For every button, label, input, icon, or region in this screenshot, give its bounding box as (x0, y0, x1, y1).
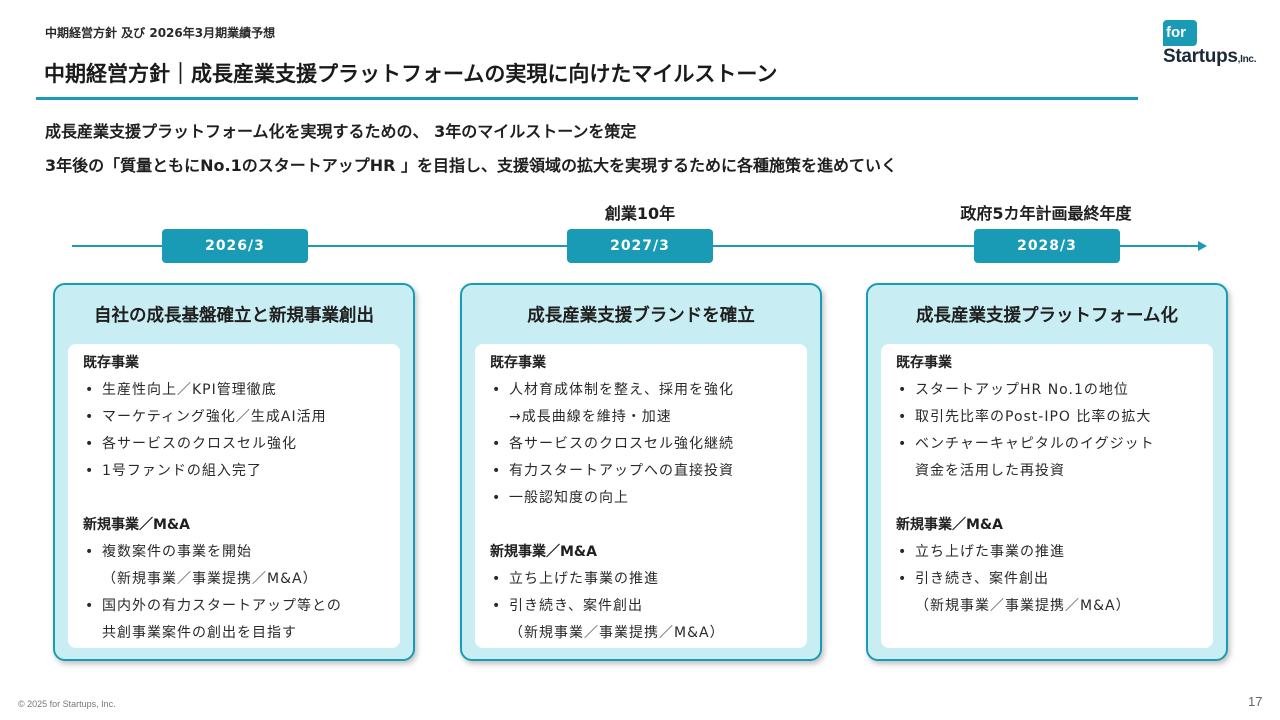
page-title: 中期経営方針｜成長産業支援プラットフォームの実現に向けたマイルストーン (44, 62, 778, 86)
lead-text-2: 3年後の「質量ともにNo.1のスタートアップHR 」を目指し、支援領域の拡大を実… (45, 156, 898, 175)
card-title: 成長産業支援プラットフォーム化 (916, 306, 1178, 326)
list-item: 各サービスのクロスセル強化 (83, 431, 400, 458)
list-item: 引き続き、案件創出 (490, 593, 807, 620)
list-item: 人材育成体制を整え、採用を強化 (490, 377, 807, 404)
list-item: 各サービスのクロスセル強化継続 (490, 431, 807, 458)
new-business-heading: 新規事業／M&A (896, 517, 1003, 533)
milestone-note-2028: 政府5カ年計画最終年度 (960, 204, 1132, 223)
list-item-continuation: （新規事業／事業提携／M&A） (509, 625, 725, 641)
card-body: 既存事業 スタートアップHR No.1の地位 取引先比率のPost-IPO 比率… (881, 344, 1213, 648)
existing-business-heading: 既存事業 (896, 355, 952, 371)
section-spacer (896, 485, 1213, 512)
lead-text-1: 成長産業支援プラットフォーム化を実現するための、 3年のマイルストーンを策定 (45, 122, 637, 141)
existing-business-heading: 既存事業 (83, 355, 139, 371)
section-spacer (490, 512, 807, 539)
logo-inc-text: ,Inc. (1237, 54, 1257, 65)
list-item-continuation: 共創事業案件の創出を目指す (102, 625, 297, 641)
logo-wordmark: Startups,Inc. (1163, 46, 1256, 68)
list-item-continuation: （新規事業／事業提携／M&A） (102, 571, 318, 587)
milestone-date-2026: 2026/3 (162, 229, 308, 263)
for-startups-logo: for Startups,Inc. (1163, 18, 1275, 70)
existing-business-heading: 既存事業 (490, 355, 546, 371)
milestone-date-2028: 2028/3 (974, 229, 1120, 263)
list-item-continuation: （新規事業／事業提携／M&A） (915, 598, 1131, 614)
list-item: 立ち上げた事業の推進 (896, 539, 1213, 566)
list-item: 国内外の有力スタートアップ等との (83, 593, 400, 620)
list-item: スタートアップHR No.1の地位 (896, 377, 1213, 404)
list-item: マーケティング強化／生成AI活用 (83, 404, 400, 431)
logo-for-text: for (1166, 24, 1186, 41)
card-title: 自社の成長基盤確立と新規事業創出 (94, 306, 374, 326)
list-item: 引き続き、案件創出 (896, 566, 1213, 593)
page-number: 17 (1248, 694, 1263, 709)
title-underline (36, 97, 1138, 100)
section-spacer (83, 485, 400, 512)
list-item: 取引先比率のPost-IPO 比率の拡大 (896, 404, 1213, 431)
list-item: 一般認知度の向上 (490, 485, 807, 512)
list-item: 立ち上げた事業の推進 (490, 566, 807, 593)
milestone-card-2026: 自社の成長基盤確立と新規事業創出 既存事業 生産性向上／KPI管理徹底 マーケテ… (53, 283, 415, 661)
list-item: 1号ファンドの組入完了 (83, 458, 400, 485)
logo-startups-text: Startups (1163, 46, 1238, 67)
list-item: 生産性向上／KPI管理徹底 (83, 377, 400, 404)
timeline-arrow-icon (1198, 241, 1207, 251)
new-business-heading: 新規事業／M&A (490, 544, 597, 560)
milestone-note-2027: 創業10年 (604, 204, 676, 223)
milestone-card-2028: 成長産業支援プラットフォーム化 既存事業 スタートアップHR No.1の地位 取… (866, 283, 1228, 661)
list-item: 複数案件の事業を開始 (83, 539, 400, 566)
breadcrumb: 中期経営方針 及び 2026年3月期業績予想 (45, 26, 276, 40)
logo-badge: for (1163, 20, 1197, 46)
list-item-continuation: →成長曲線を維持・加速 (509, 409, 672, 425)
new-business-heading: 新規事業／M&A (83, 517, 190, 533)
list-item-continuation: 資金を活用した再投資 (915, 463, 1065, 479)
card-body: 既存事業 人材育成体制を整え、採用を強化 →成長曲線を維持・加速 各サービスのク… (475, 344, 807, 648)
milestone-date-2027: 2027/3 (567, 229, 713, 263)
card-body: 既存事業 生産性向上／KPI管理徹底 マーケティング強化／生成AI活用 各サービ… (68, 344, 400, 648)
milestone-card-2027: 成長産業支援ブランドを確立 既存事業 人材育成体制を整え、採用を強化 →成長曲線… (460, 283, 822, 661)
card-title: 成長産業支援ブランドを確立 (527, 306, 755, 326)
copyright-text: © 2025 for Startups, Inc. (18, 699, 116, 709)
list-item: ベンチャーキャピタルのイグジット (896, 431, 1213, 458)
list-item: 有力スタートアップへの直接投資 (490, 458, 807, 485)
